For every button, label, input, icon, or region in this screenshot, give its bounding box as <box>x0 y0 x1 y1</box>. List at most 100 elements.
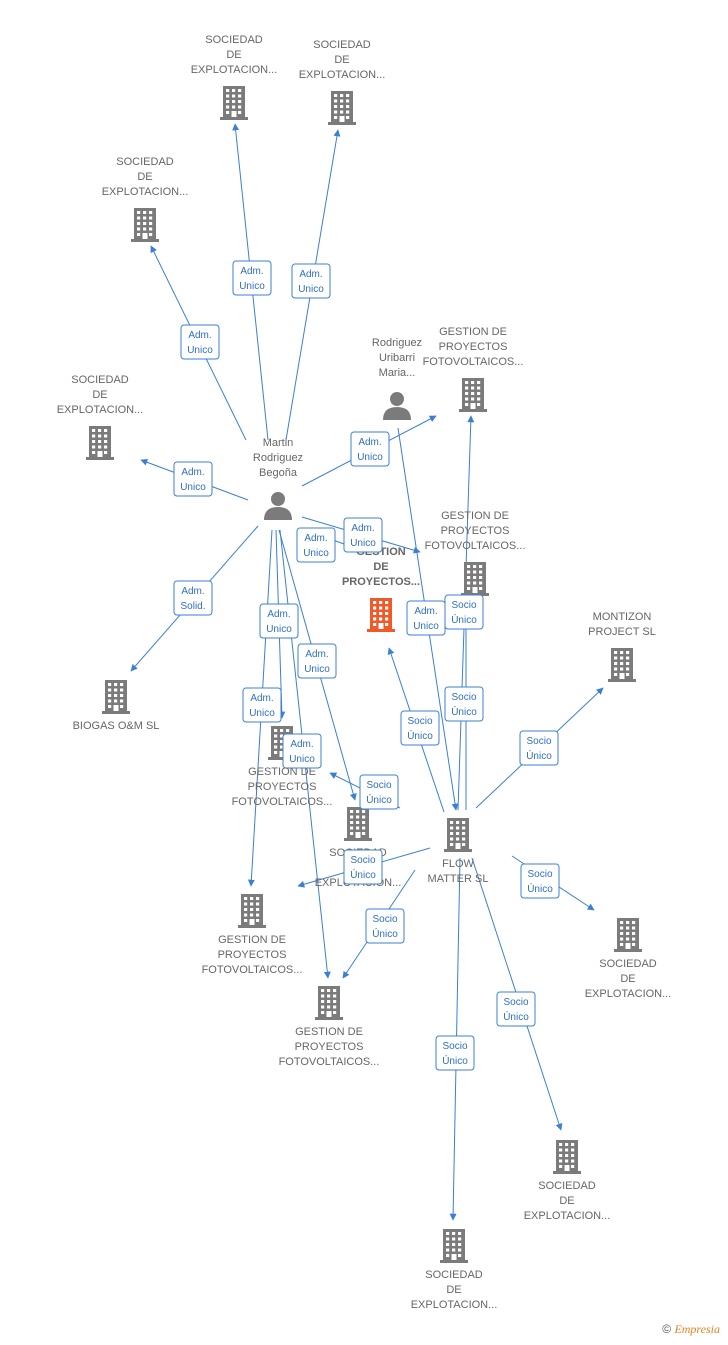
building-icon[interactable] <box>459 378 487 412</box>
edge-label-text: Adm. <box>181 586 204 597</box>
edge-label-text: Socio <box>407 716 432 727</box>
node-label: EXPLOTACION... <box>102 186 189 198</box>
edge-label[interactable]: Adm.Unico <box>406 600 446 636</box>
edge-label-text: Único <box>442 1054 468 1067</box>
edge-label-text: Solid. <box>180 601 205 612</box>
node-n15[interactable]: SOCIEDADDEEXPLOTACION... <box>411 1229 498 1311</box>
node-label: EXPLOTACION... <box>585 988 672 1000</box>
building-icon[interactable] <box>344 807 372 841</box>
node-n6[interactable]: GESTION DEPROYECTOSFOTOVOLTAICOS... <box>425 510 526 596</box>
node-label: PROYECTOS <box>218 949 287 961</box>
edge-label-text: Adm. <box>304 533 327 544</box>
edge-label-text: Único <box>526 749 552 762</box>
edge-label-text: Socio <box>503 997 528 1008</box>
building-icon[interactable] <box>367 598 395 632</box>
node-n11[interactable]: GESTION DEPROYECTOSFOTOVOLTAICOS... <box>202 894 303 976</box>
edge-label-text: Unico <box>239 281 265 292</box>
node-n8[interactable]: BIOGAS O&M SL <box>73 680 160 732</box>
edge-label-text: Adm. <box>250 693 273 704</box>
node-label: FOTOVOLTAICOS... <box>232 796 333 808</box>
building-icon[interactable] <box>440 1229 468 1263</box>
node-label: EXPLOTACION... <box>299 69 386 81</box>
node-label: SOCIEDAD <box>313 39 371 51</box>
node-n9[interactable]: GESTION DEPROYECTOSFOTOVOLTAICOS... <box>232 726 333 808</box>
building-icon[interactable] <box>461 562 489 596</box>
building-icon[interactable] <box>608 648 636 682</box>
building-icon[interactable] <box>614 918 642 952</box>
edge-label[interactable]: Adm.Unico <box>173 461 213 497</box>
edge-label[interactable]: Adm. Unico <box>242 687 282 723</box>
edge-label[interactable]: Adm. Unico <box>297 643 337 679</box>
edge-label-text: Socio <box>527 869 552 880</box>
node-label: DE <box>373 561 388 573</box>
building-icon[interactable] <box>86 426 114 460</box>
node-n12[interactable]: GESTION DEPROYECTOSFOTOVOLTAICOS... <box>279 986 380 1068</box>
building-icon[interactable] <box>131 208 159 242</box>
node-label: MATTER SL <box>428 873 489 885</box>
node-label: DE <box>559 1195 574 1207</box>
node-label: GESTION DE <box>441 510 509 522</box>
node-label: SOCIEDAD <box>538 1180 596 1192</box>
building-icon[interactable] <box>553 1140 581 1174</box>
building-icon[interactable] <box>444 818 472 852</box>
node-n4[interactable]: SOCIEDADDEEXPLOTACION... <box>57 374 144 460</box>
edge-label-text: Único <box>366 793 392 806</box>
building-icon[interactable] <box>238 894 266 928</box>
edge-label-text: Unico <box>304 664 330 675</box>
node-label: Rodriguez <box>253 452 303 464</box>
edge-label-text: Adm. <box>188 330 211 341</box>
node-label: PROYECTOS <box>439 341 508 353</box>
building-icon[interactable] <box>102 680 130 714</box>
node-label: DE <box>446 1284 461 1296</box>
edge-label[interactable]: Adm.Unico <box>180 324 220 360</box>
node-label: Begoña <box>259 467 298 479</box>
node-n2[interactable]: SOCIEDADDEEXPLOTACION... <box>299 39 386 125</box>
node-n13[interactable]: SOCIEDADDEEXPLOTACION... <box>585 918 672 1000</box>
node-p2[interactable]: RodriguezUribarriMaria... <box>372 337 422 420</box>
edge-label-text: Unico <box>357 452 383 463</box>
building-icon[interactable] <box>328 91 356 125</box>
edge-label-text: Unico <box>266 624 292 635</box>
building-icon[interactable] <box>220 86 248 120</box>
edge-label-text: Socio <box>366 780 391 791</box>
edge-label[interactable]: Adm.Unico <box>343 517 383 553</box>
edge-label[interactable]: Adm.Unico <box>350 431 390 467</box>
node-label: SOCIEDAD <box>116 156 174 168</box>
edge-label-text: Unico <box>289 754 315 765</box>
edge-label[interactable]: Adm.Unico <box>259 603 299 639</box>
building-icon[interactable] <box>315 986 343 1020</box>
node-n14[interactable]: SOCIEDADDEEXPLOTACION... <box>524 1140 611 1222</box>
edge-label[interactable]: Adm.Unico <box>296 527 336 563</box>
edge-label[interactable]: Adm.Unico <box>291 263 331 299</box>
node-label: PROJECT SL <box>588 626 656 638</box>
edge-label-text: Adm. <box>305 649 328 660</box>
node-label: FOTOVOLTAICOS... <box>425 540 526 552</box>
node-label: PROYECTOS <box>295 1041 364 1053</box>
edge-label[interactable]: Adm.Unico <box>282 733 322 769</box>
edge-label[interactable]: Adm. Solid. <box>173 580 213 616</box>
edge-label[interactable]: Adm.Unico <box>232 260 272 296</box>
edge-label-text: Unico <box>249 708 275 719</box>
node-n1[interactable]: SOCIEDADDEEXPLOTACION... <box>191 34 278 120</box>
person-icon[interactable] <box>264 492 292 520</box>
node-n5[interactable]: GESTION DEPROYECTOSFOTOVOLTAICOS... <box>423 326 524 412</box>
edge-label-text: Adm. <box>414 606 437 617</box>
edge-label-text: Socio <box>451 692 476 703</box>
brand-logo[interactable]: Empresia <box>674 1322 720 1336</box>
node-n3[interactable]: SOCIEDADDEEXPLOTACION... <box>102 156 189 242</box>
node-label: BIOGAS O&M SL <box>73 720 160 732</box>
person-icon[interactable] <box>383 392 411 420</box>
